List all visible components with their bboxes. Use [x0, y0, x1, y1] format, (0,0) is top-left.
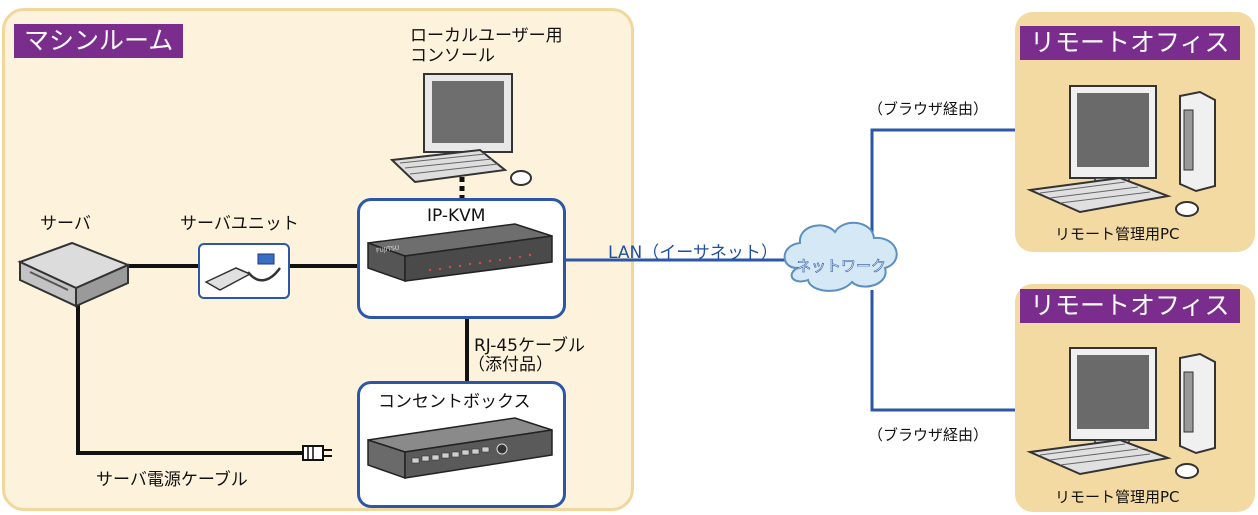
- machine-room-title: マシンルーム: [14, 24, 184, 58]
- remote-pc-2-label: リモート管理用PC: [1055, 488, 1180, 506]
- power-cable-label: サーバ電源ケーブル: [96, 470, 248, 490]
- network-to-office2-line: [870, 290, 1015, 412]
- ipkvm-label: IP-KVM: [427, 206, 486, 226]
- lan-label: LAN（イーサネット）: [608, 243, 778, 263]
- rj45-label-line1: RJ-45ケーブル: [474, 336, 585, 356]
- server-power-cable: [76, 305, 303, 455]
- outlet-box-device: [367, 417, 553, 480]
- server-unit-device: [198, 243, 290, 299]
- outlet-box-label: コンセントボックス: [378, 392, 531, 412]
- remote-pc-1-device: [1026, 85, 1216, 217]
- browser-label-bottom: （ブラウザ経由）: [868, 426, 989, 444]
- server-unit-label: サーバユニット: [180, 214, 299, 234]
- rj45-label-line2: （添付品）: [468, 355, 553, 375]
- network-cloud-label: ネットワーク: [796, 257, 887, 276]
- ipkvm-device: [367, 223, 553, 283]
- local-console-device: [389, 73, 532, 186]
- server-label: サーバ: [40, 214, 91, 234]
- remote-pc-1-label: リモート管理用PC: [1055, 225, 1180, 243]
- remote-office-2-title: リモートオフィス: [1020, 289, 1240, 323]
- power-plug-icon: [302, 445, 332, 461]
- local-console-label-line2: コンソール: [410, 46, 495, 66]
- local-console-label-line1: ローカルユーザー用: [410, 26, 563, 46]
- network-cloud: [783, 222, 898, 292]
- server-device: [17, 241, 131, 308]
- network-to-office1-line: [870, 128, 1015, 235]
- remote-pc-2-device: [1026, 347, 1216, 479]
- browser-label-top: （ブラウザ経由）: [868, 100, 989, 118]
- remote-office-1-title: リモートオフィス: [1020, 26, 1240, 60]
